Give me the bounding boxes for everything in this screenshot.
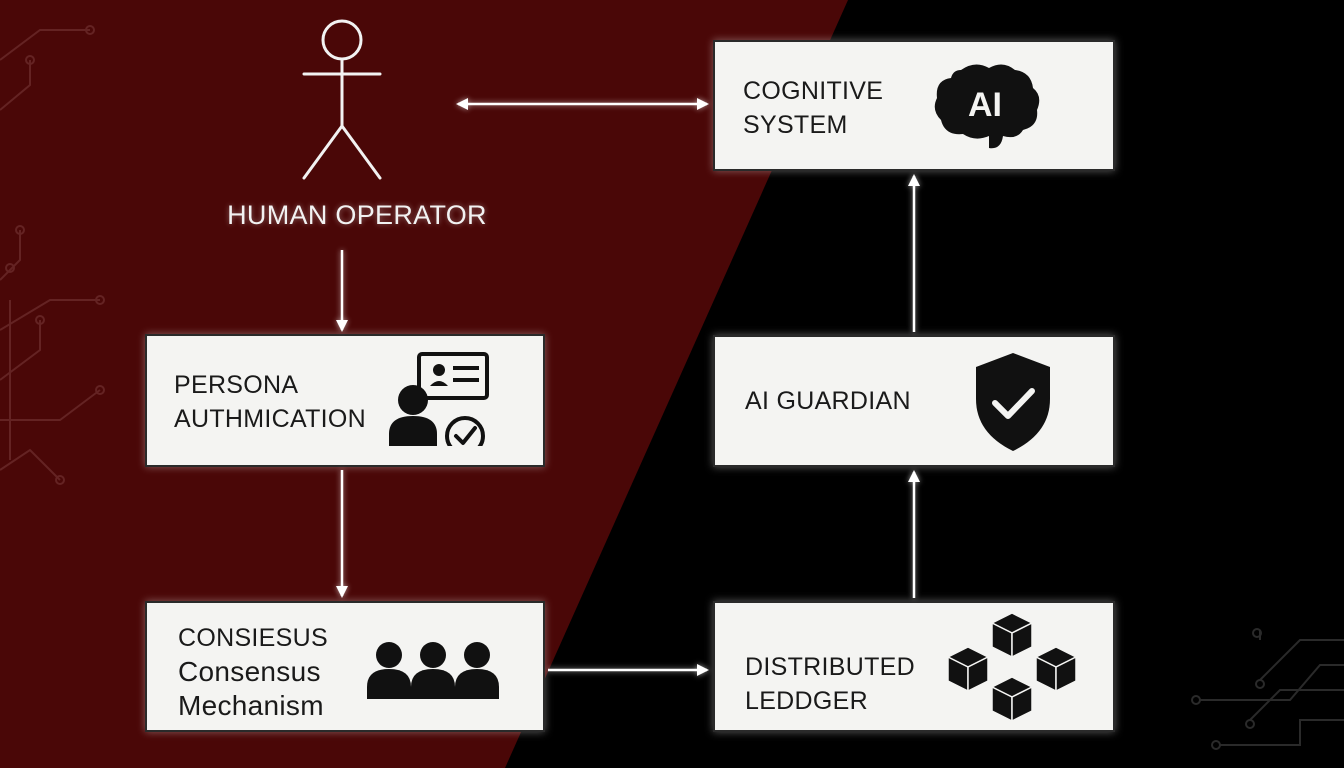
- persona-line-1: PERSONA: [174, 371, 299, 399]
- consensus-line-3: Mechanism: [178, 690, 324, 721]
- id-card-check-icon: [389, 352, 489, 446]
- ai-guardian-node: AI GUARDIAN: [713, 335, 1115, 467]
- blockchain-cubes-icon: [947, 612, 1077, 722]
- cognitive-line-2: SYSTEM: [743, 111, 848, 139]
- circuit-traces-left: [0, 25, 105, 485]
- cognitive-system-node: COGNITIVE SYSTEM AI: [713, 40, 1115, 171]
- consensus-line-2: Consensus: [178, 656, 321, 687]
- human-operator-label: HUMAN OPERATOR: [227, 200, 487, 230]
- consensus-line-1: CONSIESUS: [178, 624, 328, 652]
- ai-brain-icon: AI: [934, 64, 1040, 149]
- guardian-label: AI GUARDIAN: [745, 387, 911, 415]
- ledger-line-1: DISTRIBUTED: [745, 653, 915, 681]
- ai-brain-text: AI: [968, 86, 1002, 124]
- consensus-mechanism-node: CONSIESUS Consensus Mechanism: [145, 601, 545, 732]
- shield-check-icon: [976, 353, 1050, 451]
- persona-line-2: AUTHMICATION: [174, 405, 367, 433]
- ledger-line-2: LEDDGER: [745, 687, 868, 715]
- persona-authentication-node: PERSONA AUTHMICATION: [145, 334, 545, 467]
- people-group-icon: [367, 642, 499, 699]
- distributed-ledger-node: DISTRIBUTED LEDDGER: [713, 601, 1115, 732]
- circuit-traces-right: [1191, 628, 1344, 750]
- stick-figure-icon: [302, 19, 382, 180]
- cognitive-line-1: COGNITIVE: [743, 77, 884, 105]
